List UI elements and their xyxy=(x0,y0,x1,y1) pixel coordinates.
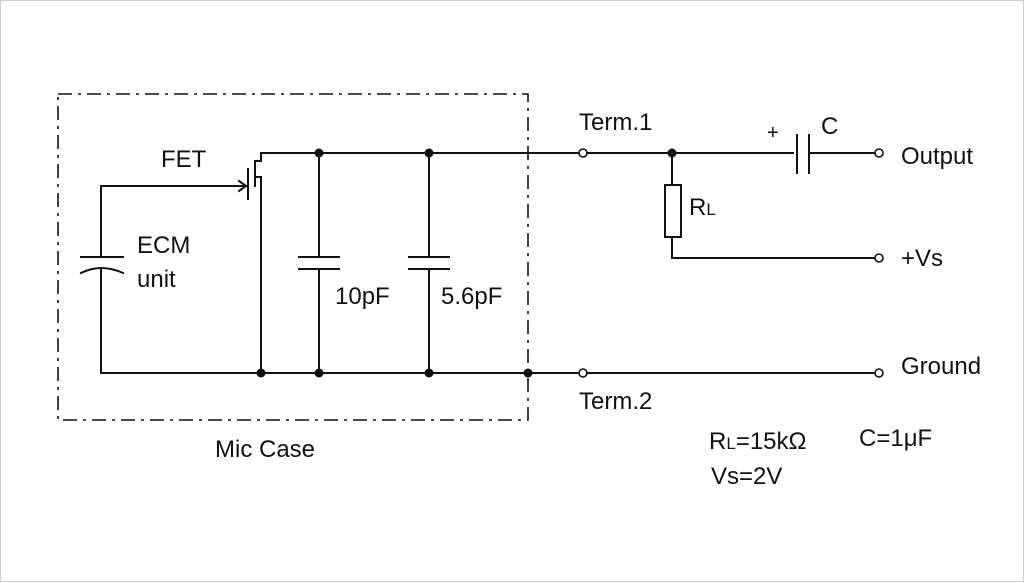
rl-label: RL xyxy=(689,194,716,221)
ecm-label: ECM xyxy=(137,232,190,259)
term1-terminal xyxy=(578,148,588,158)
term1-label: Term.1 xyxy=(579,109,652,136)
output-terminal xyxy=(874,148,884,158)
output-capacitor xyxy=(796,134,876,174)
vs-terminal xyxy=(874,253,884,263)
unit-label: unit xyxy=(137,266,176,293)
vs-spec: Vs=2V xyxy=(711,463,782,490)
load-resistor xyxy=(664,152,876,259)
vs-label: +Vs xyxy=(901,245,943,272)
cap-10pf-label: 10pF xyxy=(335,283,390,310)
capacitor-5-6pf xyxy=(408,152,450,374)
rl-spec: RL=15kΩ xyxy=(709,428,806,455)
term2-label: Term.2 xyxy=(579,388,652,415)
output-label: Output xyxy=(901,143,973,170)
ground-terminal xyxy=(874,368,884,378)
cap-5-6pf-label: 5.6pF xyxy=(441,283,502,310)
fet-label: FET xyxy=(161,146,207,173)
ecm-unit-capacitor xyxy=(79,185,247,374)
mic-case-label: Mic Case xyxy=(215,436,315,463)
mic-case-boundary xyxy=(57,93,529,421)
plus-label: + xyxy=(767,122,779,144)
cap-c-label: C xyxy=(821,113,838,140)
ground-label: Ground xyxy=(901,353,981,380)
capacitor-10pf xyxy=(298,152,340,374)
fet-transistor xyxy=(237,152,529,374)
term2-terminal xyxy=(578,368,588,378)
junction-dots xyxy=(256,148,677,378)
c-spec: C=1μF xyxy=(859,425,932,452)
